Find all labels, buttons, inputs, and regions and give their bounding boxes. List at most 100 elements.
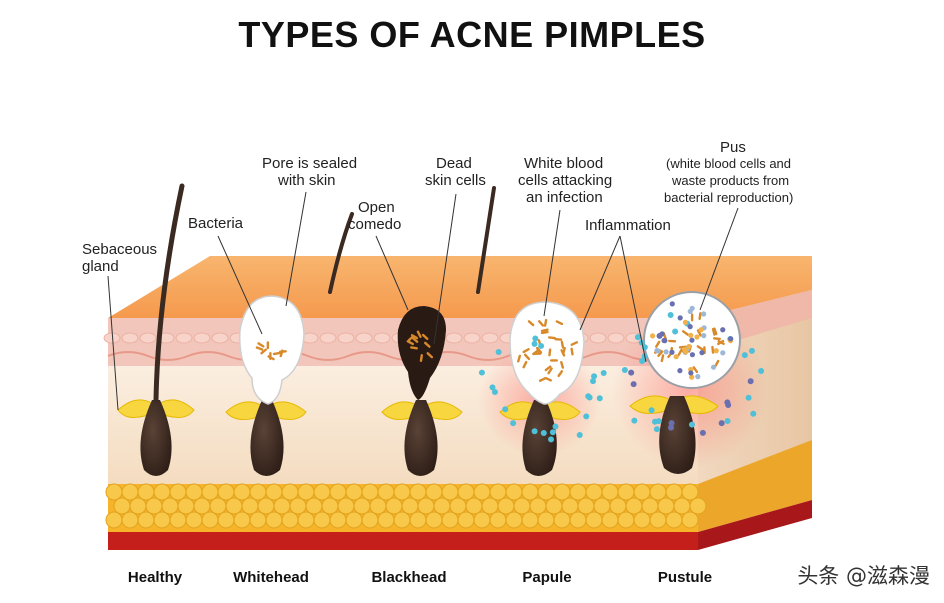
fat-globule: [633, 483, 651, 501]
white-blood-cell: [747, 378, 754, 385]
caption-papule: Papule: [522, 569, 571, 586]
white-blood-cell: [724, 417, 731, 424]
fat-globule: [153, 511, 171, 529]
white-blood-cell: [634, 334, 641, 341]
blackhead-follicle: [328, 186, 496, 476]
white-blood-cell: [583, 413, 590, 420]
fat-globule: [649, 483, 667, 501]
fat-globule: [385, 497, 403, 515]
white-blood-cell: [531, 428, 538, 435]
pus-cell: [713, 348, 719, 354]
fat-globule: [481, 497, 499, 515]
white-blood-cell: [631, 417, 638, 424]
whitehead-plug: [239, 295, 305, 405]
white-blood-cell: [495, 349, 502, 356]
label-open-comedo: Open: [358, 199, 395, 216]
pus-cell: [701, 311, 707, 317]
fat-globule: [193, 497, 211, 515]
bacterium: [407, 335, 415, 342]
watermark: 头条 @滋森漫: [797, 564, 930, 588]
fat-globule: [673, 497, 691, 515]
bacterium: [560, 340, 565, 349]
fat-globule: [497, 497, 515, 515]
fat-globule: [601, 483, 619, 501]
bacterium: [655, 340, 661, 348]
white-blood-cell: [725, 401, 732, 408]
fat-globule: [169, 483, 187, 501]
white-blood-cell: [596, 395, 603, 402]
papule-follicle: [478, 301, 602, 476]
label-bacteria: Bacteria: [188, 215, 244, 232]
white-blood-cell: [491, 388, 498, 395]
fat-globule: [273, 497, 291, 515]
healthy-follicle: [117, 183, 195, 476]
label-dead-skin-2: skin cells: [425, 172, 486, 189]
fat-globule: [657, 497, 675, 515]
fat-globule: [185, 483, 203, 501]
white-blood-cell: [667, 424, 674, 431]
bacterium: [416, 330, 422, 338]
fat-globule: [233, 511, 251, 529]
fat-globule: [681, 483, 699, 501]
dermis-layer: [108, 366, 698, 484]
bacterium: [543, 318, 548, 327]
fat-globule: [417, 497, 435, 515]
bacterium: [421, 333, 429, 340]
pus-cell: [720, 327, 726, 333]
white-blood-cell: [549, 429, 556, 436]
pus-cell: [673, 354, 679, 360]
fat-globule: [489, 483, 507, 501]
label-white-blood-2: cells attacking: [518, 172, 612, 189]
fat-globule: [249, 511, 267, 529]
bacterium: [557, 370, 564, 378]
hair-bulb: [659, 396, 696, 474]
white-blood-cell: [748, 347, 755, 354]
fat-globule: [377, 511, 395, 529]
pus-cell: [695, 374, 701, 380]
fat-globule: [489, 511, 507, 529]
fat-globule: [161, 497, 179, 515]
pus-cell: [663, 349, 669, 355]
fat-globule: [545, 497, 563, 515]
fat-globule: [177, 497, 195, 515]
fat-globule: [281, 511, 299, 529]
fat-globule: [329, 511, 347, 529]
pus-cell: [688, 332, 694, 338]
fat-globule: [401, 497, 419, 515]
fat-globule: [625, 497, 643, 515]
bacterium: [523, 353, 531, 361]
fat-globule: [257, 497, 275, 515]
fat-globule: [593, 497, 611, 515]
white-blood-cell: [576, 431, 583, 438]
bacterium: [547, 367, 553, 375]
white-blood-cell: [758, 367, 765, 374]
pus-cell: [689, 374, 695, 380]
fat-globule: [505, 483, 523, 501]
epidermis-cell: [355, 332, 373, 344]
white-blood-cell: [489, 384, 496, 391]
fat-globule: [121, 511, 139, 529]
fat-globule: [521, 511, 539, 529]
fat-globule: [473, 511, 491, 529]
fat-globule: [217, 483, 235, 501]
bacterium: [668, 339, 677, 343]
white-blood-cell: [667, 311, 674, 318]
bacterium: [266, 341, 270, 350]
bacterium: [554, 337, 563, 341]
label-pus-2: (white blood cells and: [666, 156, 791, 171]
pus-cell: [669, 349, 675, 355]
bacteria-and-cells: [255, 301, 765, 443]
bacterium: [696, 345, 704, 351]
fat-globule: [137, 483, 155, 501]
fat-globule: [185, 511, 203, 529]
hair-bulb: [140, 400, 172, 476]
white-blood-cell: [750, 410, 757, 417]
white-blood-cell: [699, 429, 706, 436]
white-blood-cell: [639, 357, 646, 364]
muscle-layer: [108, 532, 698, 550]
fat-globule: [321, 497, 339, 515]
bacterium: [657, 350, 664, 358]
bacterium: [535, 346, 541, 355]
pus-cell: [683, 349, 689, 355]
white-blood-cell: [672, 328, 679, 335]
